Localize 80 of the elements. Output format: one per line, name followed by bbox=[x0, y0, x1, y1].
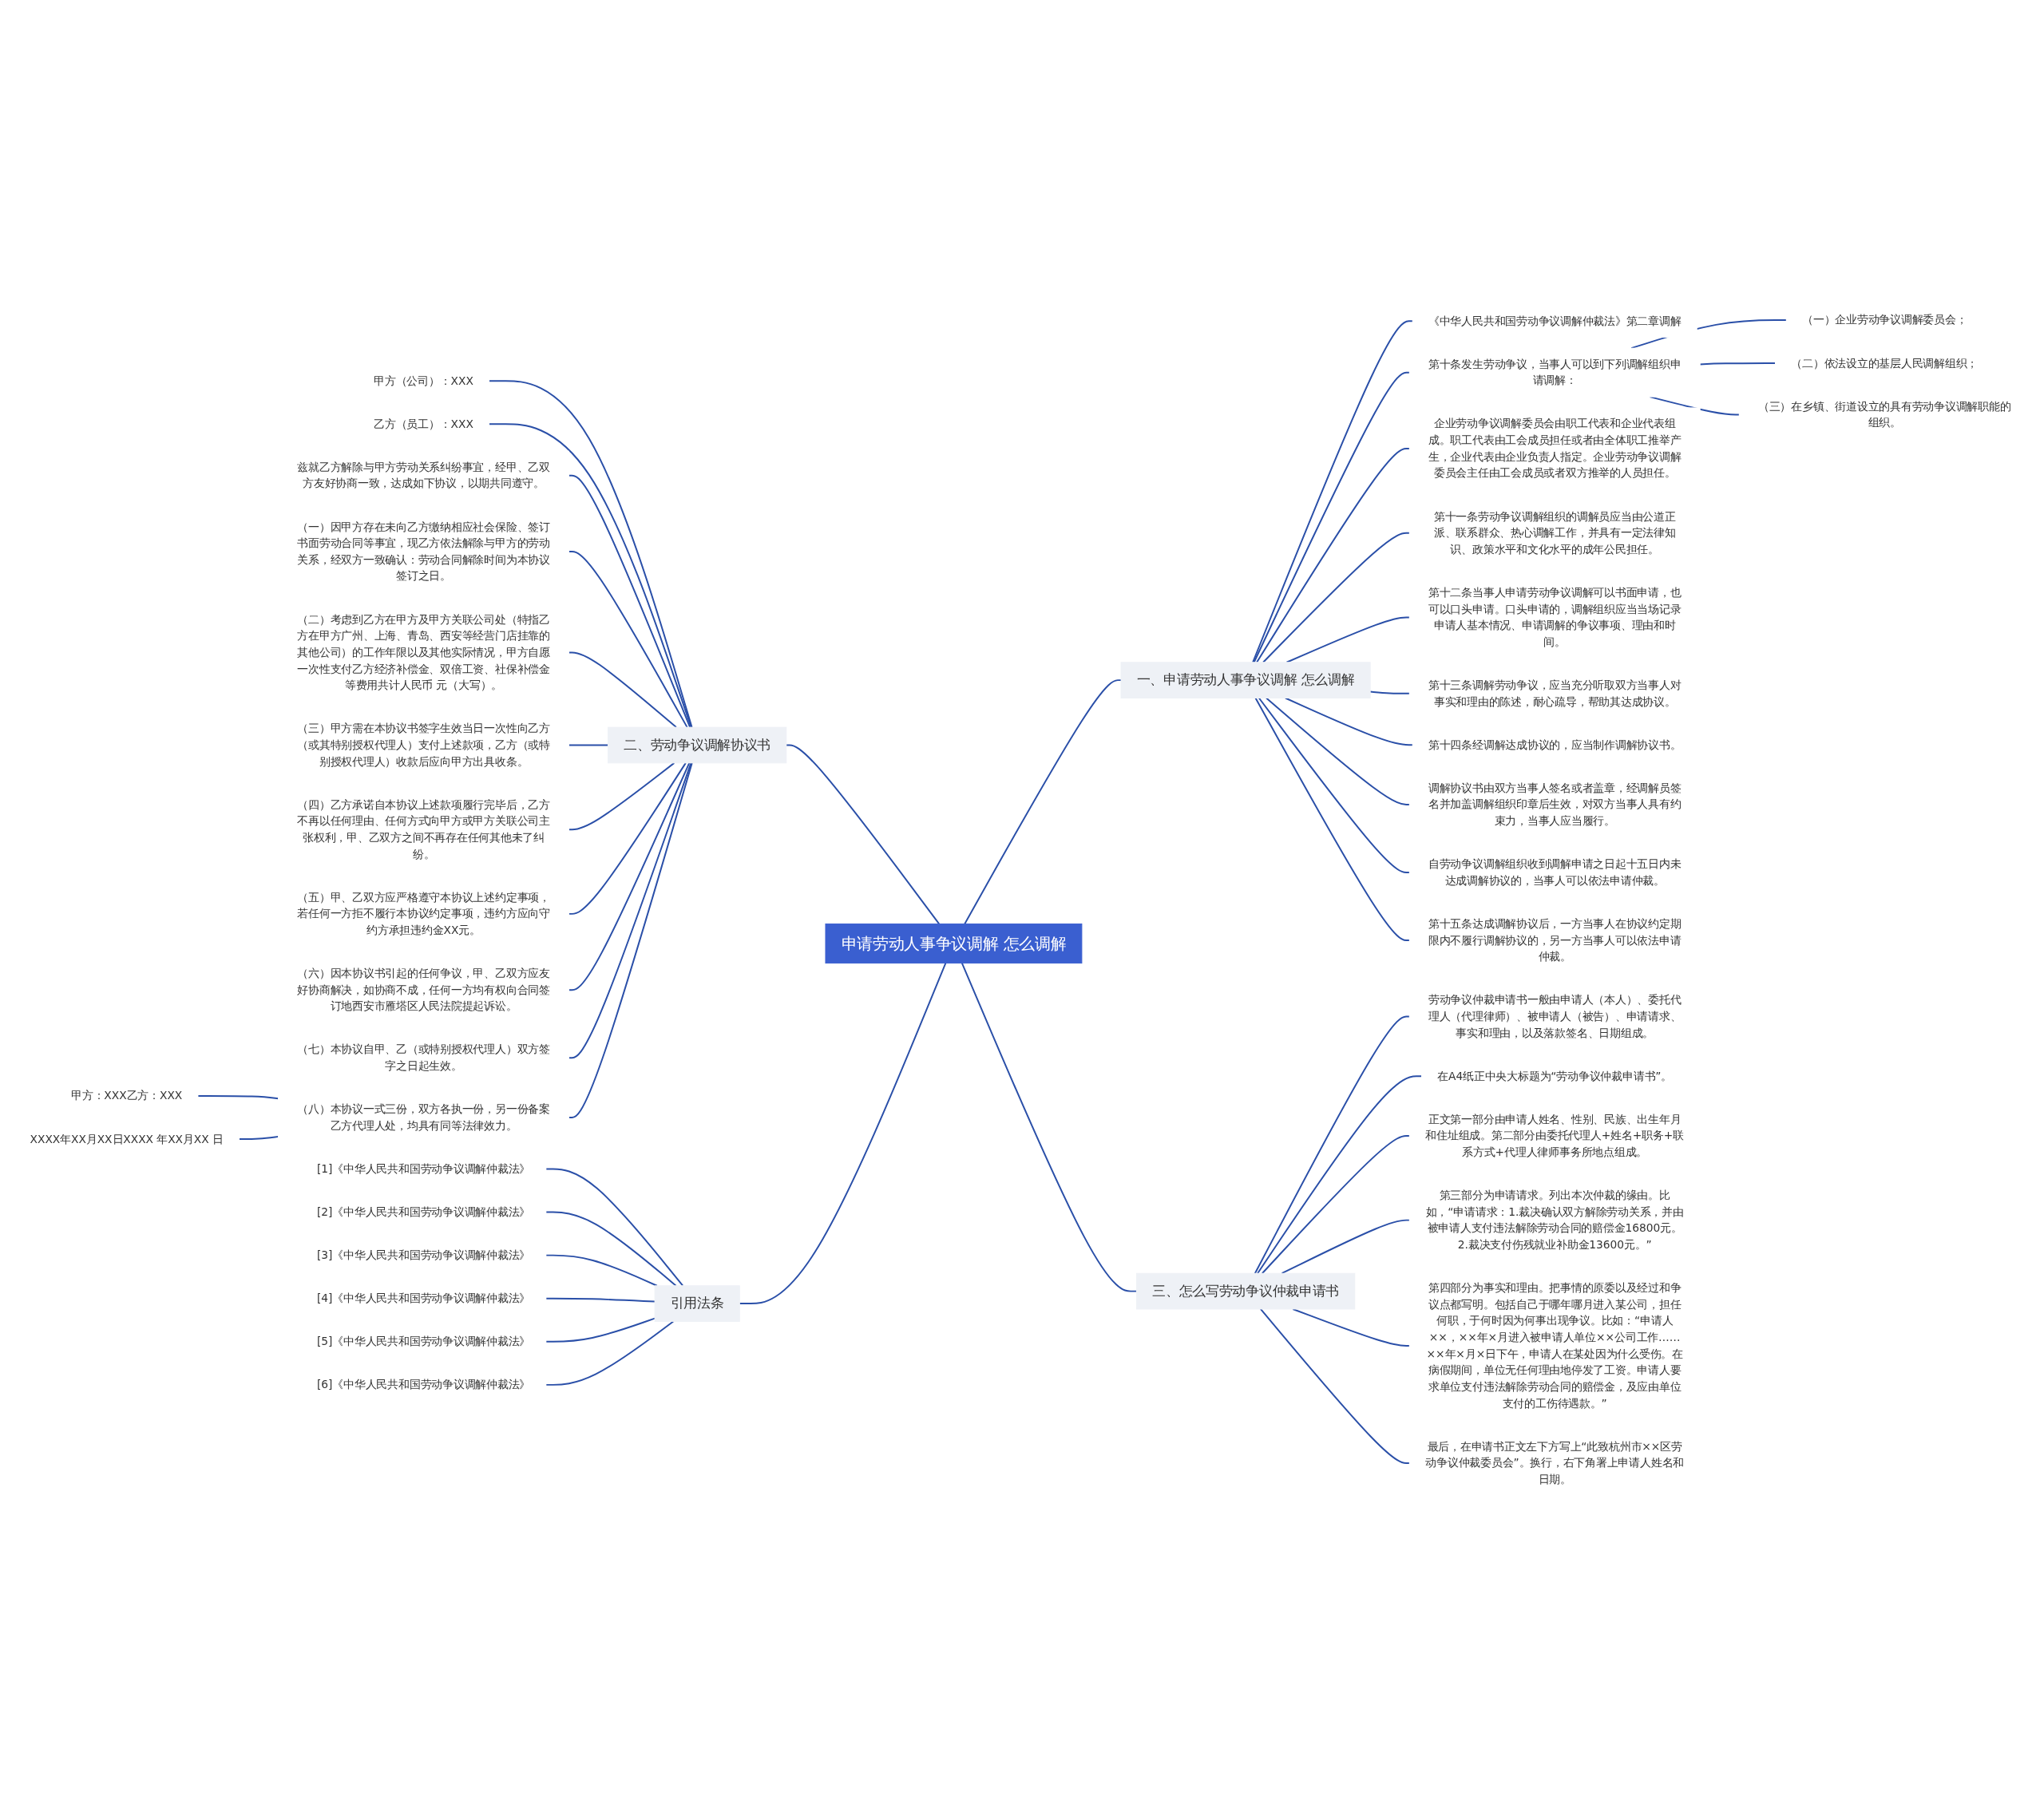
node-text: （三）在乡镇、街道设立的具有劳动争议调解职能的组织。 bbox=[1757, 400, 2011, 429]
connector bbox=[1254, 1015, 1411, 1275]
connector bbox=[1259, 1308, 1411, 1465]
node-text: （八）本协议一式三份，双方各执一份，另一份备案乙方代理人处，均具有同等法律效力。 bbox=[297, 1102, 550, 1132]
connector bbox=[545, 1317, 656, 1343]
connector bbox=[568, 762, 693, 1119]
node-text: [4]《中华人民共和国劳动争议调解仲裁法》 bbox=[316, 1292, 531, 1305]
node-box: 二、劳动争议调解协议书 bbox=[608, 726, 787, 764]
node-text: 乙方（员工）：XXX bbox=[374, 417, 473, 430]
connector bbox=[568, 651, 677, 729]
node-text: 第十二条当事人申请劳动争议调解可以书面申请，也可以口头申请。口头申请的，调解组织应当当场记录申请人基本情况、申请调解的争议事项、理由和时间。 bbox=[1428, 586, 1682, 648]
node-box: 三、怎么写劳动争议仲裁申请书 bbox=[1135, 1272, 1356, 1310]
node-text: 第十三条调解劳动争议，应当充分听取双方当事人对事实和理由的陈述，耐心疏导，帮助其达成协议。 bbox=[1428, 678, 1682, 708]
connector bbox=[196, 1095, 279, 1100]
node-text: （一）企业劳动争议调解委员会； bbox=[1801, 313, 1967, 326]
connector bbox=[568, 762, 687, 916]
connector bbox=[545, 1320, 675, 1387]
node-text: 劳动争议仲裁申请书一般由申请人（本人）、委托代理人（代理律师）、被申请人（被告）、申请请求、事实和理由，以及落款签名、日期组成。 bbox=[1428, 993, 1682, 1039]
node-text: XXXX年XX月XX日XXXX 年XX月XX 日 bbox=[30, 1132, 224, 1145]
node-text: [3]《中华人民共和国劳动争议调解仲裁法》 bbox=[316, 1248, 531, 1262]
node-text: （六）因本协议书引起的任何争议，甲、乙双方应友好协商解决，如协商不成，任何一方均有权向合同签订地西安市雁塔区人民法院提起诉讼。 bbox=[297, 967, 550, 1013]
node-text: （四）乙方承诺自本协议上述款项履行完毕后，乙方不再以任何理由、任何方式向甲方或甲方关联公司主张权利，甲、乙双方之间不再存在任何其他未了纠纷。 bbox=[297, 798, 550, 860]
node-text: 第三部分为申请请求。列出本次仲裁的缘由。比如，“申请请求：1.裁决确认双方解除劳动关系，并由被申请人支付违法解除劳动合同的赔偿金16800元。2.裁决支付伤残就业补助金13600元。” bbox=[1425, 1189, 1684, 1252]
node-text: 自劳动争议调解组织收到调解申请之日起十五日内未达成调解协议的，当事人可以依法申请仲裁。 bbox=[1428, 857, 1682, 887]
connector bbox=[1252, 320, 1414, 663]
node-text: （二）依法设立的基层人民调解组织； bbox=[1791, 356, 1979, 370]
node-text: 调解协议书由双方当事人签名或者盖章，经调解员签名并加盖调解组织印章后生效，对双方当事人具有约束力，当事人应当履行。 bbox=[1428, 781, 1682, 828]
node-text: （三）甲方需在本协议书签字生效当日一次性向乙方（或其特别授权代理人）支付上述款项，乙方（或特别授权代理人）收款后应向甲方出具收条。 bbox=[297, 722, 550, 768]
connector bbox=[1292, 1308, 1411, 1347]
connector bbox=[545, 1254, 658, 1287]
connector bbox=[568, 762, 692, 1059]
connector bbox=[568, 762, 691, 991]
node-text: 在A4纸正中央大标题为“劳动争议仲裁申请书”。 bbox=[1437, 1070, 1673, 1082]
node-text: [2]《中华人民共和国劳动争议调解仲裁法》 bbox=[316, 1205, 531, 1219]
connector bbox=[1253, 371, 1411, 663]
connector bbox=[1284, 697, 1414, 746]
node-text: 第十五条达成调解协议后，一方当事人在协议约定期限内不履行调解协议的，另一方当事人可以依法申请仲裁。 bbox=[1428, 917, 1682, 963]
connector bbox=[961, 962, 1138, 1292]
node-text: （五）甲、乙双方应严格遵守本协议上述约定事项，若任何一方拒不履行本协议约定事项，违约方应向守约方承担违约金XX元。 bbox=[297, 891, 550, 937]
connector bbox=[1254, 697, 1411, 942]
node-text: 最后，在申请书正文左下方写上“此致杭州市××区劳动争议仲裁委员会”。换行，右下角署上申请人姓名和日期。 bbox=[1425, 1440, 1685, 1486]
node-text: [5]《中华人民共和国劳动争议调解仲裁法》 bbox=[316, 1335, 531, 1348]
node-text: 第十四条经调解达成协议的，应当制作调解协议书。 bbox=[1428, 738, 1682, 751]
node-box: 申请劳动人事争议调解 怎么调解 bbox=[825, 924, 1083, 964]
connector bbox=[238, 1136, 279, 1141]
connector bbox=[1699, 362, 1777, 366]
connector bbox=[1369, 690, 1411, 694]
node-text: [6]《中华人民共和国劳动争议调解仲裁法》 bbox=[316, 1378, 531, 1391]
connector bbox=[568, 762, 675, 831]
node-text: 第十条发生劳动争议，当事人可以到下列调解组织申请调解： bbox=[1428, 358, 1682, 387]
connector bbox=[739, 962, 947, 1305]
node-text: 正文第一部分由申请人姓名、性别、民族、出生年月和住址组成。第二部分由委托代理人+姓名+职务+联系方式+代理人律师事务所地点组成。 bbox=[1425, 1113, 1685, 1159]
node-text: （二）考虑到乙方在甲方及甲方关联公司处（特指乙方在甲方广州、上海、青岛、西安等经营门店挂靠的其他公司）的工作年限以及其他实际情况，甲方自愿一次性支付乙方经济补偿金、双倍工资、社保补偿金等费用共计人民币 元（大写）。 bbox=[297, 612, 550, 692]
connector bbox=[1257, 1075, 1423, 1275]
connector bbox=[568, 744, 609, 746]
node-text: 企业劳动争议调解委员会由职工代表和企业代表组成。职工代表由工会成员担任或者由全体职工推举产生，企业代表由企业负责人指定。企业劳动争议调解委员会主任由工会成员或者双方推举的人员担任。 bbox=[1428, 417, 1682, 480]
node-text: [1]《中华人民共和国劳动争议调解仲裁法》 bbox=[316, 1162, 531, 1176]
connector bbox=[545, 1211, 677, 1287]
node-box: 引用法条 bbox=[654, 1285, 740, 1323]
node-text: （一）因甲方存在未向乙方缴纳相应社会保险、签订书面劳动合同等事宜，现乙方依法解除与甲方的劳动关系，经双方一致确认：劳动合同解除时间为本协议签订之日。 bbox=[297, 520, 550, 583]
connector bbox=[1285, 616, 1411, 663]
connector bbox=[1266, 697, 1411, 806]
connector bbox=[785, 744, 941, 925]
connector bbox=[545, 1168, 684, 1287]
node-text: 兹就乙方解除与甲方劳动关系纠纷事宜，经甲、乙双方友好协商一致，达成如下协议，以期共同遵守。 bbox=[297, 461, 550, 490]
connector bbox=[964, 679, 1123, 925]
node-text: 第四部分为事实和理由。把事情的原委以及经过和争议点都写明。包括自己于哪年哪月进入某公司，担任何职，于何时因为何事出现争议。比如：“申请人××，××年×月进入被申请人单位××公司工作……××年×月×日下午，申请人在某处因为什么受伤。在病假期间，单位无任何理由地停发了工资。申请人要求单位支付违法解除劳动合同的赔偿金，及应由单位支付的工伤待遇款。” bbox=[1426, 1281, 1683, 1410]
node-box: 一、申请劳动人事争议调解 怎么调解 bbox=[1120, 662, 1371, 699]
node-text: （七）本协议自甲、乙（或特别授权代理人）双方签字之日起生效。 bbox=[297, 1042, 550, 1073]
connector bbox=[1261, 1135, 1411, 1275]
connector bbox=[568, 474, 691, 729]
connector bbox=[1281, 1219, 1411, 1275]
node-text: 甲方（公司）：XXX bbox=[374, 374, 473, 387]
node-text: 第十一条劳动争议调解组织的调解员应当由公道正派、联系群众、热心调解工作，并具有一定法律知识、政策水平和文化水平的成年公民担任。 bbox=[1433, 509, 1676, 556]
node-text: 甲方：XXX乙方：XXX bbox=[71, 1089, 183, 1102]
connector bbox=[1262, 532, 1411, 663]
connector bbox=[1258, 697, 1411, 874]
connector bbox=[1256, 448, 1411, 663]
connector bbox=[545, 1297, 656, 1303]
connector bbox=[568, 551, 688, 729]
